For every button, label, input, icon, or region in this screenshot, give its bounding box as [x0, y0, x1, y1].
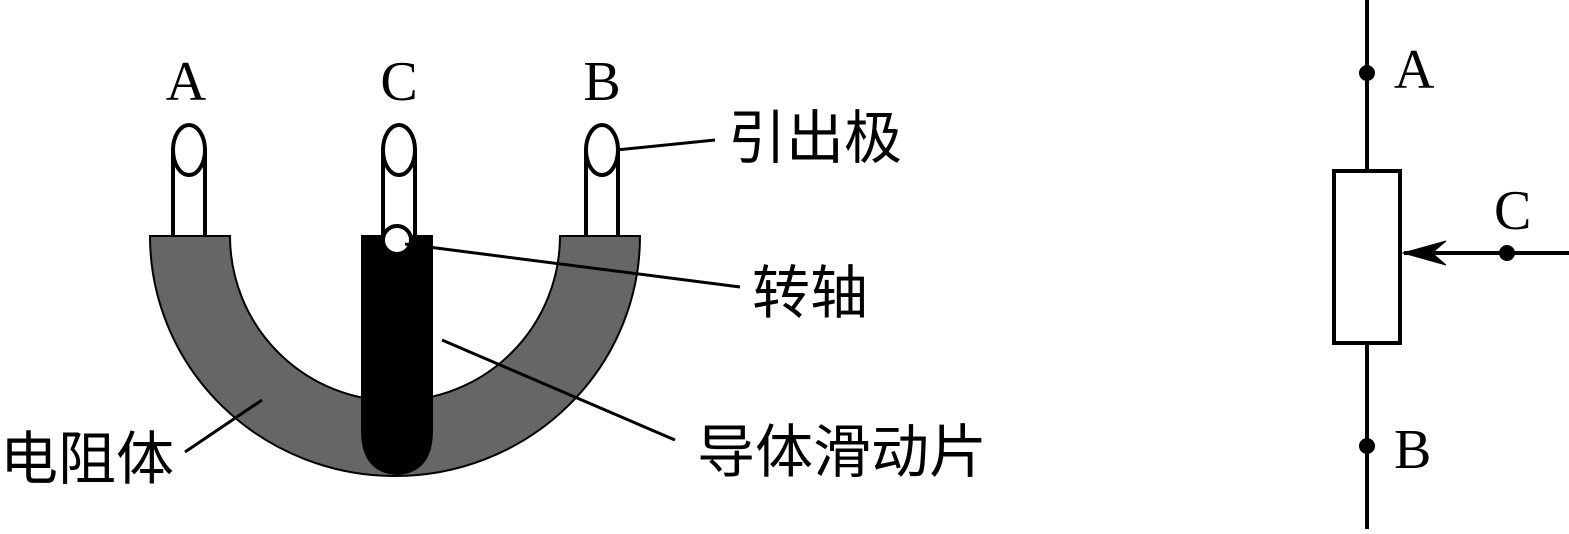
- callout-lead-electrode: 引出极: [728, 104, 902, 172]
- wiper-arrowhead: [1401, 240, 1447, 266]
- node-dot-c: [1499, 245, 1515, 261]
- rotating-shaft: [381, 224, 413, 256]
- conductor-slider: [361, 235, 433, 476]
- lead-electrode-a: [171, 123, 207, 240]
- terminal-label-c: C: [380, 51, 417, 113]
- symbol-label-a: A: [1394, 39, 1435, 101]
- leader-line-resistor-body: [184, 398, 263, 454]
- callout-conductor-slider: 导体滑动片: [697, 418, 987, 486]
- leader-line-conductor-slider: [441, 338, 676, 442]
- lead-electrode-c: [381, 123, 417, 240]
- potentiometer-circuit-symbol: A C B: [1332, 0, 1569, 529]
- leader-line-lead-electrode: [615, 138, 716, 152]
- symbol-label-c: C: [1494, 180, 1531, 242]
- terminal-label-b: B: [583, 51, 620, 113]
- leader-line-rotating-shaft: [404, 242, 741, 289]
- resistor-symbol: [1332, 169, 1402, 345]
- terminal-label-a: A: [166, 51, 207, 113]
- callout-resistor-body: 电阻体: [0, 425, 174, 493]
- resistor-body: [148, 235, 642, 477]
- lead-electrode-b: [584, 123, 620, 240]
- node-dot-b: [1359, 438, 1375, 454]
- node-dot-a: [1359, 65, 1375, 81]
- potentiometer-structure: A C B 引出极 转轴 导体滑动片 电阻体: [0, 51, 987, 493]
- symbol-label-b: B: [1394, 419, 1431, 481]
- callout-rotating-shaft: 转轴: [752, 259, 868, 327]
